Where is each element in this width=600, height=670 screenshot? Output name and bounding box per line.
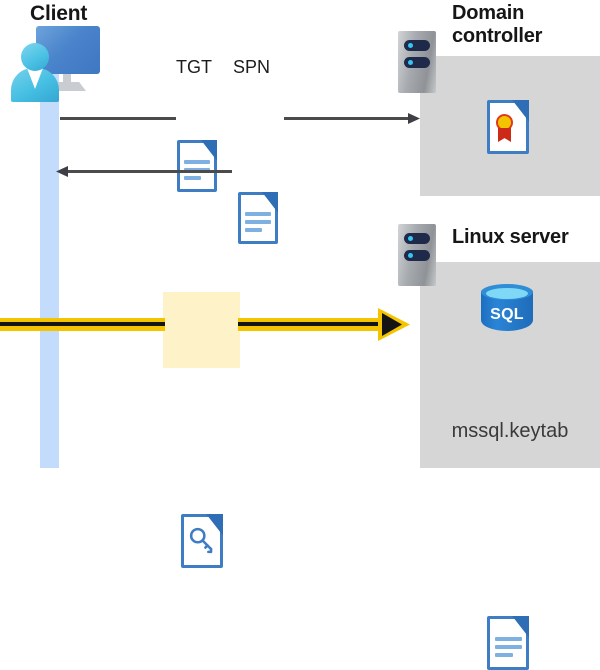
client-lifeline	[40, 72, 59, 468]
certificate-ribbon	[498, 128, 511, 142]
arrow-line	[284, 117, 417, 120]
document-text-line	[245, 228, 262, 232]
keytab-document-icon	[487, 616, 529, 670]
service-ticket-arrow-left	[0, 318, 165, 331]
arrow-head-right-icon	[408, 113, 420, 124]
server-bay-bottom	[404, 250, 430, 261]
key-icon	[189, 527, 213, 554]
domain-controller-server-icon	[398, 31, 436, 93]
arrow-line	[62, 170, 232, 173]
service-ticket-arrow-head-icon	[378, 308, 410, 341]
database-cylinder-top	[481, 284, 533, 300]
service-ticket-key-document-icon	[181, 514, 223, 568]
database-cylinder-top-inner	[486, 288, 528, 299]
linux-server-title: Linux server	[452, 226, 569, 248]
domain-controller-title: Domain controller	[452, 2, 543, 48]
server-bay-top	[404, 40, 430, 51]
client-title: Client	[30, 2, 88, 25]
server-led-top	[408, 43, 413, 48]
document-text-line	[495, 645, 522, 649]
keytab-filename-label: mssql.keytab	[451, 420, 569, 442]
tgt-label: TGT	[176, 57, 212, 77]
sql-label: SQL	[490, 306, 524, 323]
document-text-line	[245, 212, 271, 216]
monitor-neck	[63, 74, 71, 84]
service-ticket-arrow-right	[238, 318, 384, 331]
sql-database-icon: SQL	[481, 282, 533, 340]
server-led-bottom	[408, 60, 413, 65]
server-bay-top	[404, 233, 430, 244]
server-led-top	[408, 236, 413, 241]
document-text-line	[245, 220, 271, 224]
spn-label: SPN	[233, 57, 271, 77]
document-text-line	[184, 176, 201, 180]
arrow-head-left-icon	[56, 166, 68, 177]
user-monitor-icon	[8, 26, 100, 102]
person-head	[21, 43, 49, 71]
monitor-base	[48, 82, 86, 91]
server-led-bottom	[408, 253, 413, 258]
linux-server-icon	[398, 224, 436, 286]
document-text-line	[495, 653, 513, 657]
server-bay-bottom	[404, 57, 430, 68]
service-ticket-highlight	[163, 292, 240, 368]
tgt-document-icon	[177, 140, 217, 192]
arrow-line	[60, 117, 176, 120]
document-text-line	[184, 160, 210, 164]
document-body	[177, 140, 217, 192]
certificate-document-icon	[487, 100, 529, 154]
spn-document-icon	[238, 192, 278, 244]
document-text-line	[495, 637, 522, 641]
